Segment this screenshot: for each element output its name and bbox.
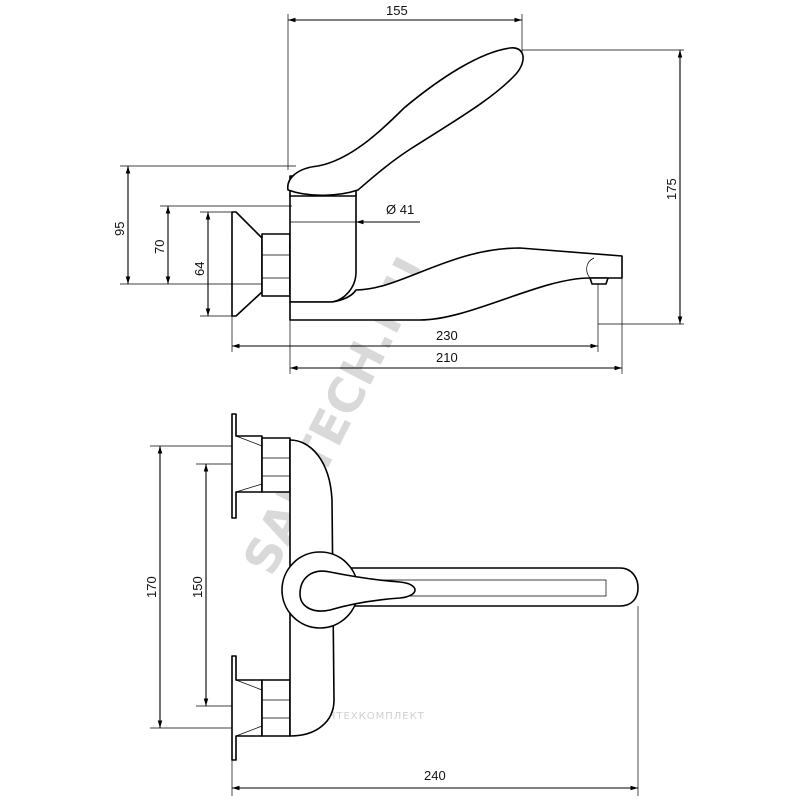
side-view: 155 175 95 70 64 Ø 41 230 210	[112, 3, 684, 374]
lower-wall-flange	[231, 655, 263, 761]
lever-handle	[287, 47, 524, 197]
lever-handle-top	[299, 570, 416, 612]
dim-70-label: 70	[152, 240, 167, 254]
dim-95-label: 95	[112, 222, 127, 236]
dim-170-label: 170	[144, 576, 159, 598]
dim-175-label: 175	[664, 178, 679, 200]
dim-diameter-label: Ø 41	[386, 202, 414, 217]
dim-64-label: 64	[192, 262, 207, 276]
watermark-brand: САНТЕХКОМПЛЕКТ	[312, 711, 425, 722]
wall-flange	[231, 211, 263, 317]
upper-hex-nut	[261, 437, 291, 493]
dim-240-label: 240	[424, 768, 446, 783]
dim-155-label: 155	[386, 3, 408, 18]
dim-210-label: 210	[436, 350, 458, 365]
upper-wall-flange	[231, 413, 263, 519]
spout-top	[339, 567, 639, 607]
dim-230-label: 230	[436, 328, 458, 343]
hex-nut	[261, 233, 291, 297]
top-view: 170 150 240	[144, 413, 639, 796]
spout	[289, 247, 623, 321]
lower-hex-nut	[261, 679, 291, 737]
aerator	[589, 277, 609, 285]
dim-150-label: 150	[190, 576, 205, 598]
mixer-body	[289, 193, 357, 303]
